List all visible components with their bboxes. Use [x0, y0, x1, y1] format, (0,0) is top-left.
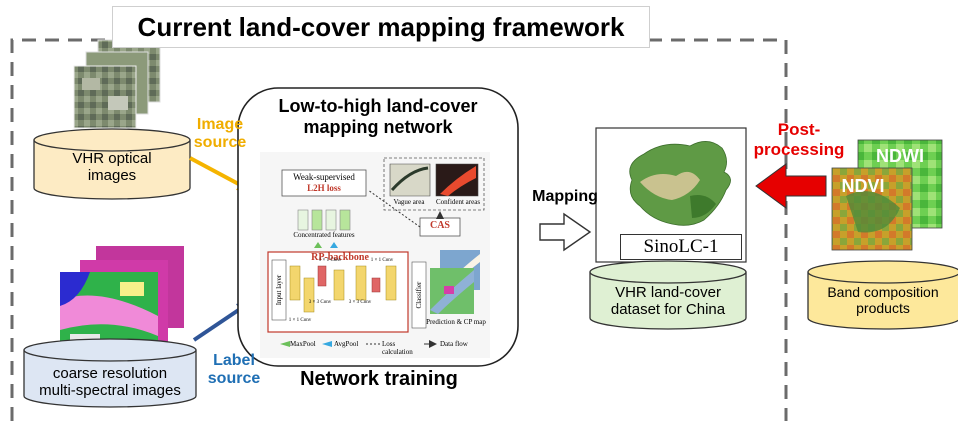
coarse-images-label: coarse resolution multi-spectral images: [39, 365, 181, 400]
conv-label: 1 × 1 Conv: [288, 318, 312, 323]
l2h-loss-label: L2H loss: [307, 183, 341, 193]
label-source-label: Label source: [207, 352, 261, 388]
post-processing-arrow: [755, 163, 827, 209]
mapping-arrow: [539, 212, 592, 252]
dataset-cylinder: [589, 260, 747, 330]
legend-maxpool: MaxPool: [290, 340, 316, 348]
classifier-label: Classifier: [414, 281, 423, 309]
conv-label: 3 × 3 Conv: [308, 300, 332, 305]
vague-area-label: Vague area: [393, 198, 425, 206]
conv-label: 1 × 1 Conv: [370, 258, 394, 263]
conv-label: 3 × 3 Conv: [348, 300, 372, 305]
coarse-cylinder: [23, 338, 197, 408]
legend-avgpool: AvgPool: [334, 340, 359, 348]
output-area-box: [383, 157, 485, 211]
cas-label: CAS: [429, 220, 450, 231]
concentrated-features: [297, 209, 351, 231]
prediction-label: Prediction & CP map: [426, 318, 486, 326]
l2h-loss-box: [281, 169, 367, 197]
conv-label: 1 × 1 Conv: [318, 258, 342, 263]
network-title: Low-to-high land-cover mapping network: [278, 96, 478, 137]
sinolc-label: SinoLC-1: [620, 234, 742, 260]
vhr-dataset-label: VHR land-cover dataset for China: [610, 284, 726, 319]
vhr-image-stack: [73, 39, 161, 129]
vhr-images-label: VHR optical images: [72, 150, 152, 185]
network-figure: [260, 152, 490, 358]
input-layer-label: Input layer: [274, 274, 283, 306]
ndvi-label: NDVI: [841, 176, 885, 196]
classifier-box: [411, 261, 427, 329]
mapping-label: Mapping: [532, 188, 598, 205]
input-layer-box: [271, 259, 287, 321]
network-footer: Network training: [300, 368, 458, 390]
legend-dataflow: Data flow: [440, 340, 468, 348]
confident-areas-label: Confident areas: [435, 198, 481, 206]
rp-backbone-label: RP-backbone: [311, 252, 369, 263]
concentrated-features-label: Concentrated features: [293, 231, 355, 239]
band-products-label: Band composition products: [827, 284, 939, 317]
dashed-frame: [10, 38, 788, 421]
legend-loss: Loss calculation: [382, 340, 413, 357]
vhr-cylinder: [33, 128, 191, 200]
ndwi-label: NDWI: [876, 146, 924, 166]
post-processing-label: Post- processing: [753, 120, 845, 159]
image-source-label: Image source: [193, 116, 247, 152]
page-title: Current land-cover mapping framework: [112, 6, 650, 48]
band-products-cylinder: [807, 260, 958, 330]
weak-supervised-label: Weak-supervised: [293, 172, 355, 182]
